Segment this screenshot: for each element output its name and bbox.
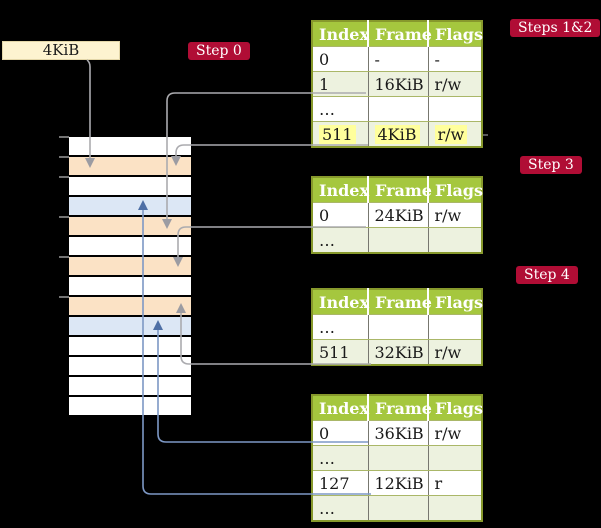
table-row: 0 24KiB r/w	[312, 202, 482, 228]
table-header-row: Index Frame Flags	[312, 289, 483, 315]
column-header-flags: Flags	[427, 395, 483, 421]
memory-frame-row	[69, 377, 191, 395]
table-row: 0 36KiB r/w	[312, 420, 482, 446]
table-row: …	[312, 495, 482, 522]
memory-frame-row	[69, 177, 191, 195]
table-row-highlighted: 511 4KiB r/w	[312, 121, 482, 148]
memory-frame-row	[69, 157, 191, 175]
table-row: 127 12KiB r	[312, 470, 482, 496]
frame-size-label: 4KiB	[2, 41, 120, 60]
memory-frame-row	[69, 197, 191, 215]
memory-frame-row	[69, 257, 191, 275]
memory-frame-row	[69, 357, 191, 375]
column-header-index: Index	[312, 177, 369, 203]
badge-step-0: Step 0	[188, 42, 250, 60]
page-table-level-4: Index Frame Flags 0 36KiB r/w … 127 12Ki…	[311, 394, 483, 522]
table-header-row: Index Frame Flags	[312, 21, 483, 47]
memory-frame-row	[69, 237, 191, 255]
table-row: 511 32KiB r/w	[312, 339, 482, 366]
highlighted-value: 4KiB	[374, 124, 420, 144]
table-row: …	[312, 96, 482, 122]
memory-frame-row	[69, 137, 191, 155]
memory-frame-row	[69, 217, 191, 235]
table-row: …	[312, 227, 482, 254]
column-header-frame: Frame	[367, 177, 432, 203]
badge-step-4: Step 4	[516, 266, 578, 284]
table-row: 0 - -	[312, 46, 482, 72]
page-table-level-3: Index Frame Flags … 511 32KiB r/w	[311, 288, 483, 366]
memory-frame-row	[69, 337, 191, 355]
highlighted-value: 511	[319, 124, 356, 144]
column-header-frame: Frame	[367, 21, 432, 47]
column-header-frame: Frame	[367, 289, 432, 315]
highlighted-value: r/w	[434, 124, 468, 144]
badge-step-3: Step 3	[520, 156, 582, 174]
column-header-flags: Flags	[427, 21, 483, 47]
memory-frame-row	[69, 277, 191, 295]
table-header-row: Index Frame Flags	[312, 177, 483, 203]
column-header-flags: Flags	[427, 289, 483, 315]
table-header-row: Index Frame Flags	[312, 395, 483, 421]
column-header-index: Index	[312, 21, 369, 47]
table-row: 1 16KiB r/w	[312, 71, 482, 97]
memory-frame-row	[69, 297, 191, 315]
table-row: …	[312, 314, 482, 340]
memory-address-ticks	[59, 136, 69, 298]
memory-frame-row	[69, 397, 191, 415]
table-row: …	[312, 445, 482, 471]
column-header-index: Index	[312, 395, 369, 421]
column-header-index: Index	[312, 289, 369, 315]
page-table-level-2: Index Frame Flags 0 24KiB r/w …	[311, 176, 483, 254]
column-header-frame: Frame	[367, 395, 432, 421]
badge-steps-1-2: Steps 1&2	[510, 19, 601, 37]
column-header-flags: Flags	[427, 177, 483, 203]
page-table-level-1: Index Frame Flags 0 - - 1 16KiB r/w … 51…	[311, 20, 483, 148]
memory-frame-row	[69, 317, 191, 335]
